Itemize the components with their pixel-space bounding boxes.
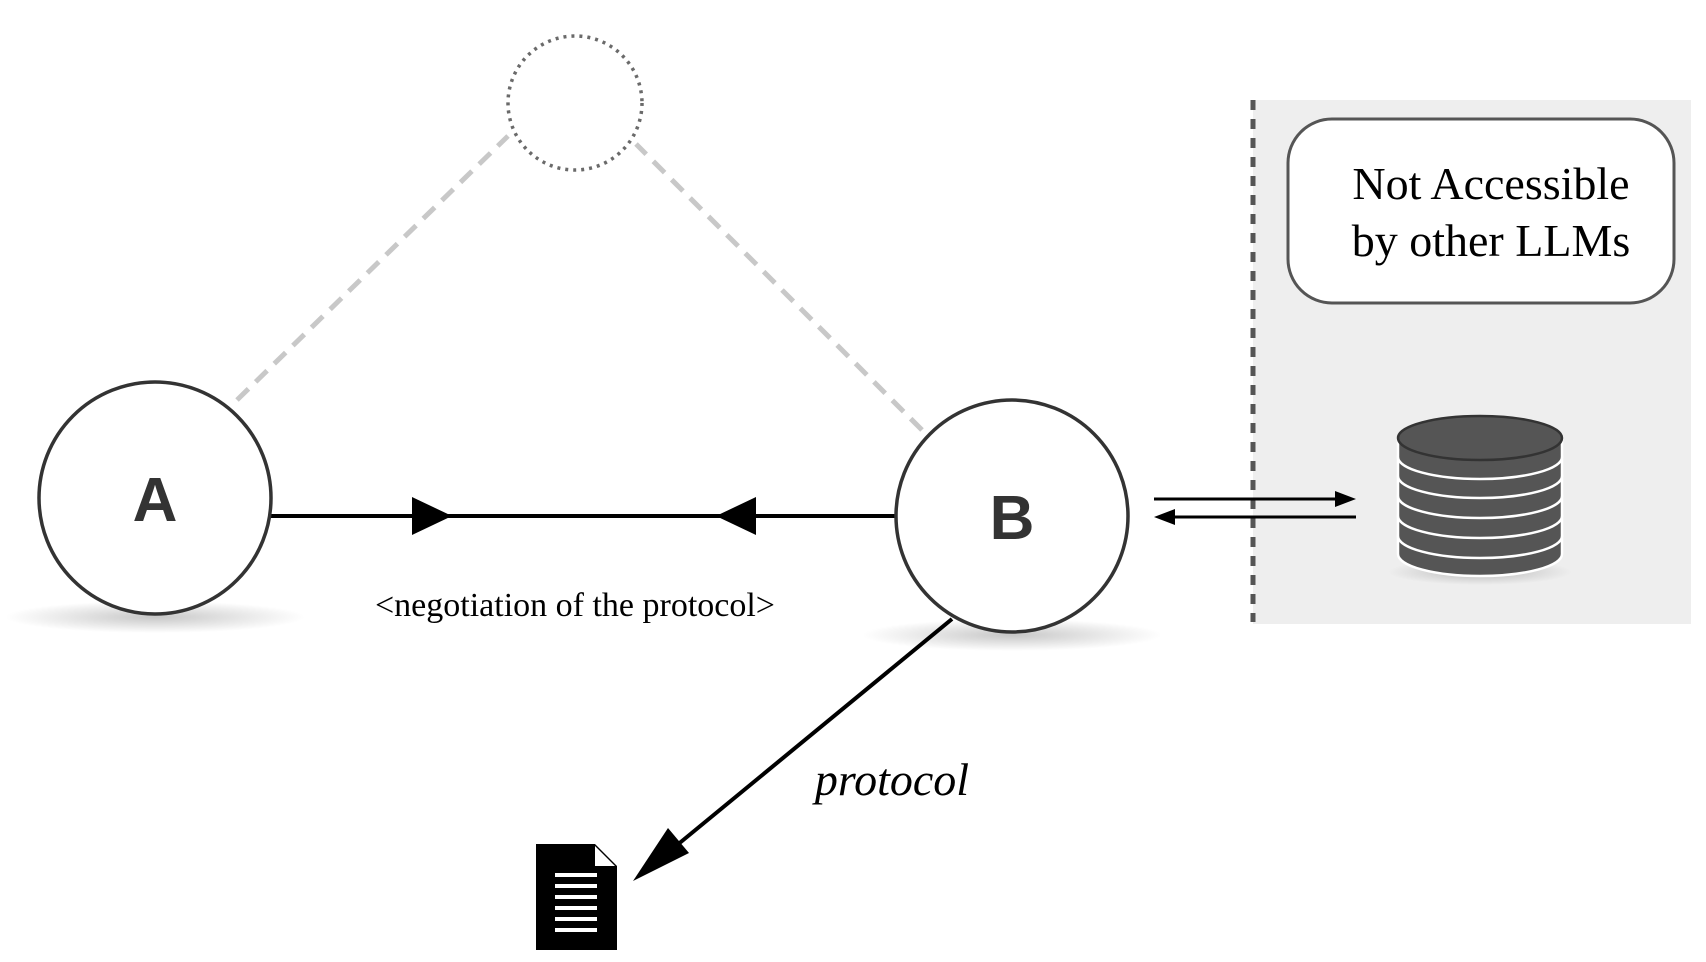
arrow-right-head (412, 497, 452, 535)
ghost-links (235, 134, 924, 432)
protocol-label: protocol (812, 754, 969, 805)
node-b-label: B (990, 484, 1035, 553)
dashed-link-b (634, 142, 924, 432)
node-a-label: A (133, 466, 178, 535)
dashed-link-a (235, 134, 510, 402)
protocol-arrow-head (633, 828, 689, 881)
negotiation-label: <negotiation of the protocol> (375, 587, 775, 624)
note-line-2: by other LLMs (1352, 215, 1631, 266)
protocol-edge (633, 617, 954, 881)
database-icon (1388, 414, 1572, 585)
node-b-shadow (862, 619, 1162, 651)
not-accessible-note: Not Accessible by other LLMs (1286, 117, 1676, 305)
node-a-shadow (5, 601, 305, 633)
node-a[interactable]: A (37, 380, 273, 616)
note-line-1: Not Accessible (1352, 158, 1629, 209)
document-icon (536, 844, 617, 950)
to-database-head (1335, 491, 1356, 507)
from-database-head (1154, 509, 1175, 525)
negotiation-edge (270, 497, 895, 535)
node-b[interactable]: B (894, 398, 1130, 634)
hidden-node-circle (506, 34, 644, 172)
database-access-arrows (1154, 491, 1356, 525)
arrow-left-head (716, 497, 756, 535)
